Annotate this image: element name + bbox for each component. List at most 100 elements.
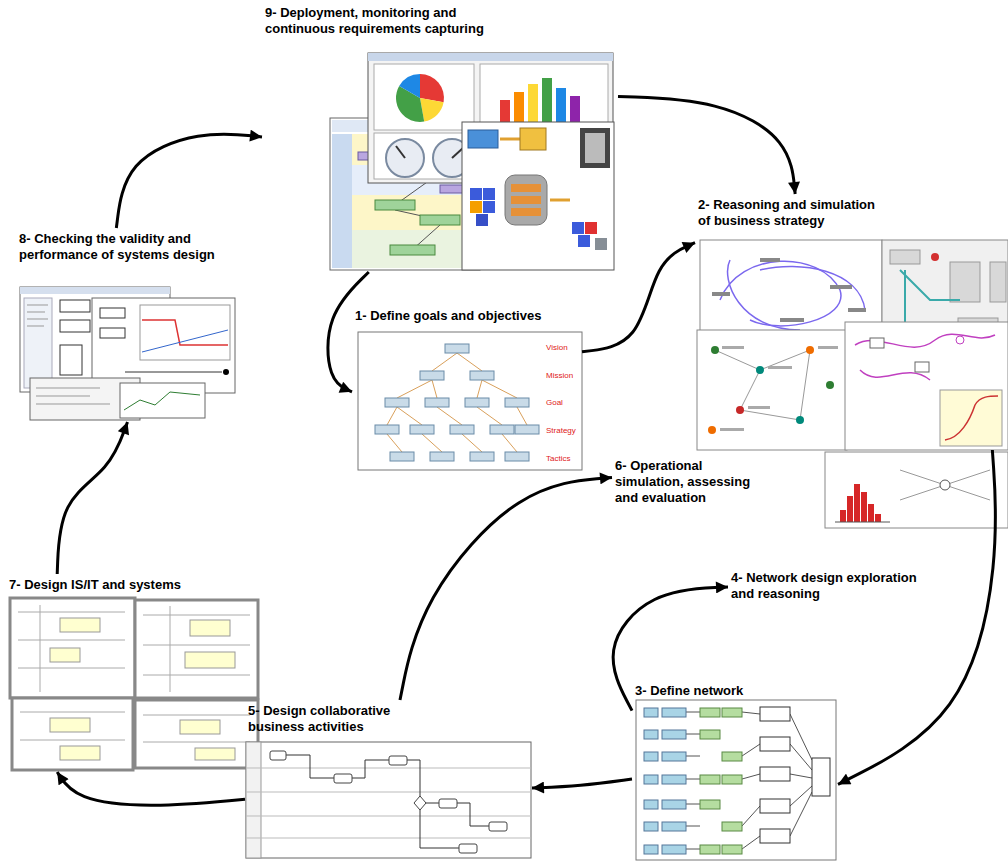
illustration-shape	[840, 510, 846, 522]
illustration-shape	[700, 730, 720, 739]
illustration-shape	[500, 100, 510, 124]
illustration-shape	[931, 253, 939, 261]
illustration-shape	[358, 332, 582, 470]
step-heading: 4- Network design exploration and reason…	[731, 570, 926, 602]
illustration-shape	[760, 799, 790, 813]
illustration-shape	[195, 748, 235, 760]
illustration-shape	[700, 800, 720, 809]
illustration-shape	[60, 345, 82, 375]
illustration-shape	[686, 849, 700, 850]
illustration-shape	[375, 425, 399, 434]
illustration-shape	[470, 201, 482, 213]
illustration-shape	[10, 598, 135, 698]
illustration-shape	[422, 434, 442, 452]
illustration-shape	[246, 742, 261, 858]
illustration-shape	[644, 730, 658, 739]
illustration-shape	[246, 816, 531, 817]
illustration-shape	[708, 426, 716, 434]
illustration-shape	[352, 195, 478, 230]
illustration-shape	[24, 298, 52, 388]
step-node: 8- Checking the validity and performance…	[16, 228, 239, 422]
illustration-shape	[511, 208, 541, 216]
illustration-shape	[285, 755, 490, 848]
illustration-shape	[686, 779, 700, 780]
illustration-shape	[686, 756, 700, 757]
step-node: 3- Define network	[632, 680, 838, 860]
illustration-shape	[27, 312, 45, 313]
illustration-shape	[700, 775, 720, 784]
illustration-shape	[143, 742, 250, 743]
illustration-shape	[142, 330, 228, 352]
illustration-shape	[715, 350, 760, 370]
illustration-shape	[386, 139, 424, 177]
step-node: 6- Operational simulation, assessing and…	[612, 455, 772, 511]
illustration-shape	[246, 792, 531, 793]
illustration-shape	[60, 618, 100, 632]
illustration-shape	[956, 336, 964, 344]
illustration-shape	[390, 452, 414, 461]
illustration-shape	[700, 708, 742, 854]
illustration-shape	[18, 668, 125, 669]
illustration-shape	[790, 786, 812, 806]
illustration-shape	[662, 752, 686, 761]
illustration-shape	[246, 768, 531, 769]
illustration-shape	[644, 752, 658, 761]
illustration-shape	[990, 262, 1006, 302]
illustration-shape	[945, 396, 998, 440]
illustration-shape	[455, 803, 490, 826]
network-thumbnail	[636, 700, 836, 860]
illustration-shape	[476, 214, 488, 226]
step-heading: 2- Reasoning and simulation of business …	[698, 197, 883, 229]
illustration-shape	[870, 338, 884, 348]
illustration-shape	[950, 262, 980, 302]
illustration-shape	[140, 305, 230, 360]
illustration-shape	[742, 836, 760, 849]
illustration-shape	[644, 800, 658, 809]
illustration-shape	[190, 620, 230, 636]
level-label: Mission	[546, 371, 573, 380]
illustration-shape	[414, 796, 426, 810]
illustration-shape	[686, 712, 700, 713]
illustration-shape	[570, 96, 580, 124]
illustration-shape	[760, 767, 790, 781]
illustration-shape	[482, 380, 517, 398]
illustration-shape	[697, 330, 847, 450]
systems-design-thumbnail	[10, 598, 258, 770]
illustration-shape	[330, 118, 480, 270]
validation-thumbnail	[20, 287, 235, 420]
step-node: 1- Define goals and objectives	[352, 305, 582, 472]
illustration-shape	[470, 188, 482, 200]
illustration-shape	[722, 346, 744, 349]
level-label: Vision	[546, 343, 568, 352]
illustration-shape	[542, 78, 552, 124]
illustration-shape	[246, 838, 531, 839]
illustration-shape	[368, 53, 613, 61]
illustration-shape	[135, 700, 258, 768]
illustration-shape	[420, 215, 460, 225]
illustration-shape	[483, 201, 495, 213]
illustration-shape	[662, 730, 686, 739]
illustration-shape	[636, 700, 836, 860]
illustration-shape	[861, 492, 867, 522]
illustration-shape	[760, 707, 790, 721]
illustration-shape	[722, 708, 742, 717]
level-label: Strategy	[546, 426, 576, 435]
illustration-shape	[830, 285, 852, 289]
collaborative-process-thumbnail	[246, 742, 531, 858]
step-heading: 3- Define network	[635, 683, 743, 699]
illustration-shape	[825, 452, 1008, 528]
illustration-shape	[246, 768, 531, 838]
illustration-shape	[511, 184, 541, 192]
illustration-shape	[483, 188, 495, 200]
illustration-shape	[740, 370, 760, 410]
step-heading: 1- Define goals and objectives	[355, 308, 541, 324]
illustration-shape	[712, 292, 730, 296]
illustration-shape	[40, 605, 41, 692]
illustration-shape	[644, 708, 658, 717]
illustration-shape	[662, 822, 686, 831]
illustration-shape	[459, 844, 477, 853]
illustration-shape	[900, 470, 990, 500]
illustration-shape	[768, 366, 792, 369]
